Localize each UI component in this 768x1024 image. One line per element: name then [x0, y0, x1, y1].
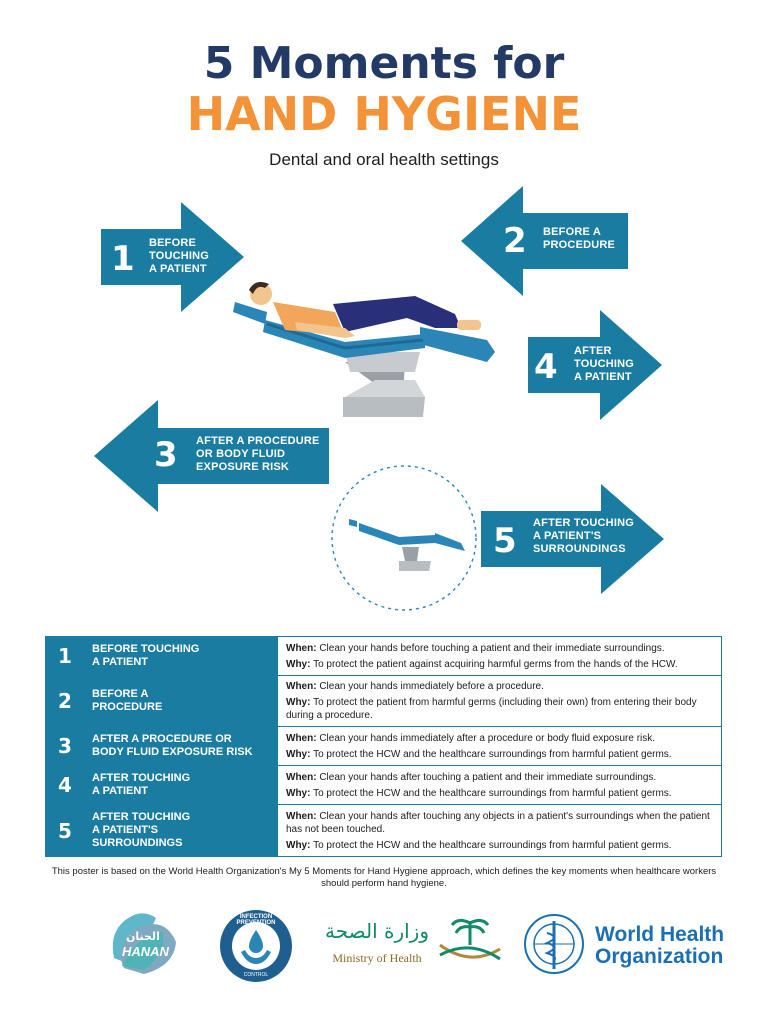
row-description: When: Clean your hands before touching a…: [277, 636, 722, 676]
hanan-logo: الحنان HANAN: [104, 908, 180, 980]
ipc-text: INFECTION PREVENTION: [236, 914, 276, 926]
who-logo: World Health Organization: [523, 913, 725, 975]
moment-5-number: 5: [493, 521, 517, 561]
who-text-line-2: Organization: [595, 945, 724, 968]
row-description: When: Clean your hands immediately befor…: [277, 675, 722, 727]
palm-swords-icon: [439, 918, 501, 961]
arrow-left-icon: [94, 400, 329, 512]
arrow-right-icon: [101, 202, 244, 312]
arrow-right-icon: [528, 310, 662, 420]
row-description: When: Clean your hands immediately after…: [277, 726, 722, 766]
empty-chair-surroundings-illustration: [327, 463, 482, 613]
hanan-arabic-text: الحنان: [126, 931, 160, 943]
subtitle: Dental and oral health settings: [269, 150, 499, 169]
moment-4-number: 4: [534, 347, 558, 387]
row-description: When: Clean your hands after touching a …: [277, 765, 722, 805]
footnote: This poster is based on the World Health…: [51, 866, 717, 889]
moment-2-number: 2: [503, 221, 527, 261]
row-description: When: Clean your hands after touching an…: [277, 804, 722, 857]
ministry-of-health-logo: وزارة الصحة Ministry of Health: [318, 915, 510, 973]
patient-dental-chair-illustration: [225, 272, 505, 422]
arrow-left-icon: [461, 186, 628, 296]
row-number: 5: [45, 804, 84, 857]
title-line-1: 5 Moments for: [203, 38, 565, 89]
who-text-line-1: World Health: [595, 923, 725, 946]
moh-arabic-text: وزارة الصحة: [325, 919, 429, 943]
row-number: 2: [45, 675, 84, 727]
moment-1-number: 1: [111, 239, 135, 279]
ipc-sub-text: CONTROL: [243, 972, 269, 978]
moh-text: Ministry of Health: [332, 951, 422, 965]
row-number: 4: [45, 765, 84, 805]
moment-3-number: 3: [154, 435, 178, 475]
who-emblem-icon: [524, 914, 584, 974]
row-number: 3: [45, 726, 84, 766]
infection-prevention-logo: INFECTION PREVENTION CONTROL: [217, 908, 295, 984]
hanan-text: HANAN: [122, 944, 169, 959]
title-line-2: HAND HYGIENE: [186, 87, 582, 141]
row-number: 1: [45, 636, 84, 676]
arrow-right-icon: [481, 484, 664, 594]
